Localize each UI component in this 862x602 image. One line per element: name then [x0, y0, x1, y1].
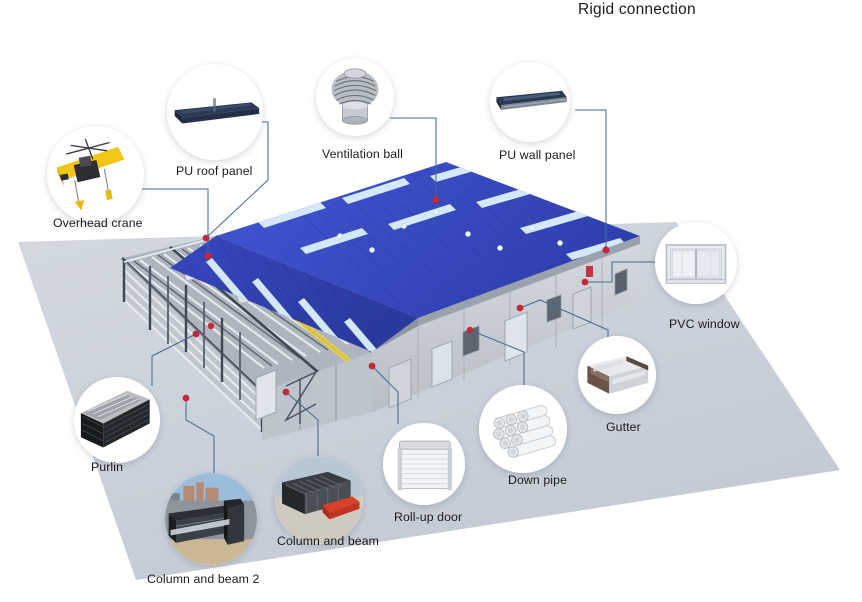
window-icon: [655, 222, 737, 304]
frame-columns-left: [121, 239, 264, 432]
pvc-window-label: PVC window: [669, 317, 740, 331]
gutter-icon: [578, 336, 656, 414]
turbine-vent-icon: [316, 58, 394, 136]
pu-wall-panel-label: PU wall panel: [499, 148, 576, 162]
connector-lines: [130, 109, 660, 482]
ventilation-ball-bubble[interactable]: [316, 58, 394, 136]
overhead-crane-label: Overhead crane: [53, 216, 143, 230]
pu-wall-panel-bubble[interactable]: [490, 62, 570, 142]
gutter-label: Gutter: [606, 420, 641, 434]
pu-roof-panel-label: PU roof panel: [176, 164, 253, 178]
steel-yard-icon: [165, 473, 257, 565]
down-pipe-bubble[interactable]: [479, 385, 567, 473]
gutter-bubble[interactable]: [578, 336, 656, 414]
purlin-bubble[interactable]: [74, 377, 160, 463]
roof-edge-fascia: [418, 236, 640, 326]
shutter-door-icon: [383, 423, 465, 505]
crane-icon: [47, 126, 144, 223]
roll-up-door-label: Roll-up door: [394, 510, 463, 524]
roll-up-door-bubble[interactable]: [383, 423, 465, 505]
page-title: Rigid connection: [578, 1, 696, 18]
steel-stack-icon: [275, 456, 363, 544]
down-pipe-label: Down pipe: [508, 473, 568, 487]
pvc-window-bubble[interactable]: [655, 222, 737, 304]
column-and-beam-2-label: Column and beam 2: [147, 572, 260, 586]
purlin-icon: [74, 377, 160, 463]
purlin-label: Purlin: [91, 460, 124, 474]
column-and-beam-label: Column and beam: [277, 534, 379, 548]
ventilation-ball-label: Ventilation ball: [322, 147, 403, 161]
roof-panel-icon: [167, 64, 263, 160]
overhead-crane-bubble[interactable]: [47, 126, 144, 223]
column-and-beam-2-bubble[interactable]: [165, 473, 257, 565]
column-and-beam-bubble[interactable]: [275, 456, 363, 544]
pu-roof-panel-bubble[interactable]: [167, 64, 263, 160]
pipes-icon: [479, 385, 567, 473]
connection-markers: [182, 196, 610, 402]
wall-panel-icon: [490, 62, 570, 142]
